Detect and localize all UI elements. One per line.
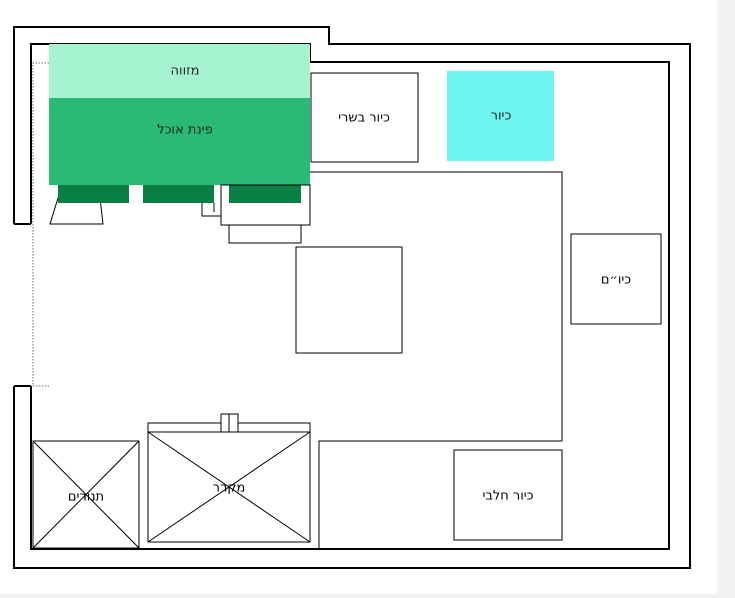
island-counter bbox=[310, 171, 563, 549]
sink-label: כיור bbox=[491, 109, 512, 124]
dining-chair bbox=[229, 185, 301, 203]
dining-chair bbox=[143, 185, 214, 203]
dairy-sink-label: כיור חלבי bbox=[482, 489, 533, 504]
island-box bbox=[295, 246, 403, 354]
floor-plan-canvas: מזווה פינת אוכל כיור בשרי כיור כיו״ם כיו… bbox=[0, 0, 717, 594]
dining-area-label: פינת אוכל bbox=[157, 123, 212, 138]
sinks-unit-label: כיו״ם bbox=[601, 273, 631, 288]
stove-unit bbox=[147, 413, 311, 543]
ovens-unit bbox=[32, 440, 140, 549]
pantry-area bbox=[49, 44, 310, 98]
bracket-left bbox=[201, 203, 221, 217]
stove-label: מקרר bbox=[213, 481, 246, 496]
dining-area bbox=[49, 98, 310, 185]
kitchen-floor-plan: מזווה פינת אוכל כיור בשרי כיור כיו״ם כיו… bbox=[13, 26, 691, 569]
dairy-sink bbox=[453, 449, 563, 541]
counter-step bbox=[228, 224, 302, 244]
sinks-unit bbox=[570, 233, 662, 325]
ovens-label: תנורים bbox=[68, 490, 104, 505]
dining-chair bbox=[58, 185, 129, 203]
pantry-label: מזווה bbox=[171, 64, 200, 79]
meat-sink bbox=[310, 72, 419, 163]
meat-sink-label: כיור בשרי bbox=[338, 111, 390, 126]
sink bbox=[447, 71, 554, 161]
doorway-opening bbox=[32, 62, 49, 387]
outer-wall-upper bbox=[13, 26, 691, 569]
